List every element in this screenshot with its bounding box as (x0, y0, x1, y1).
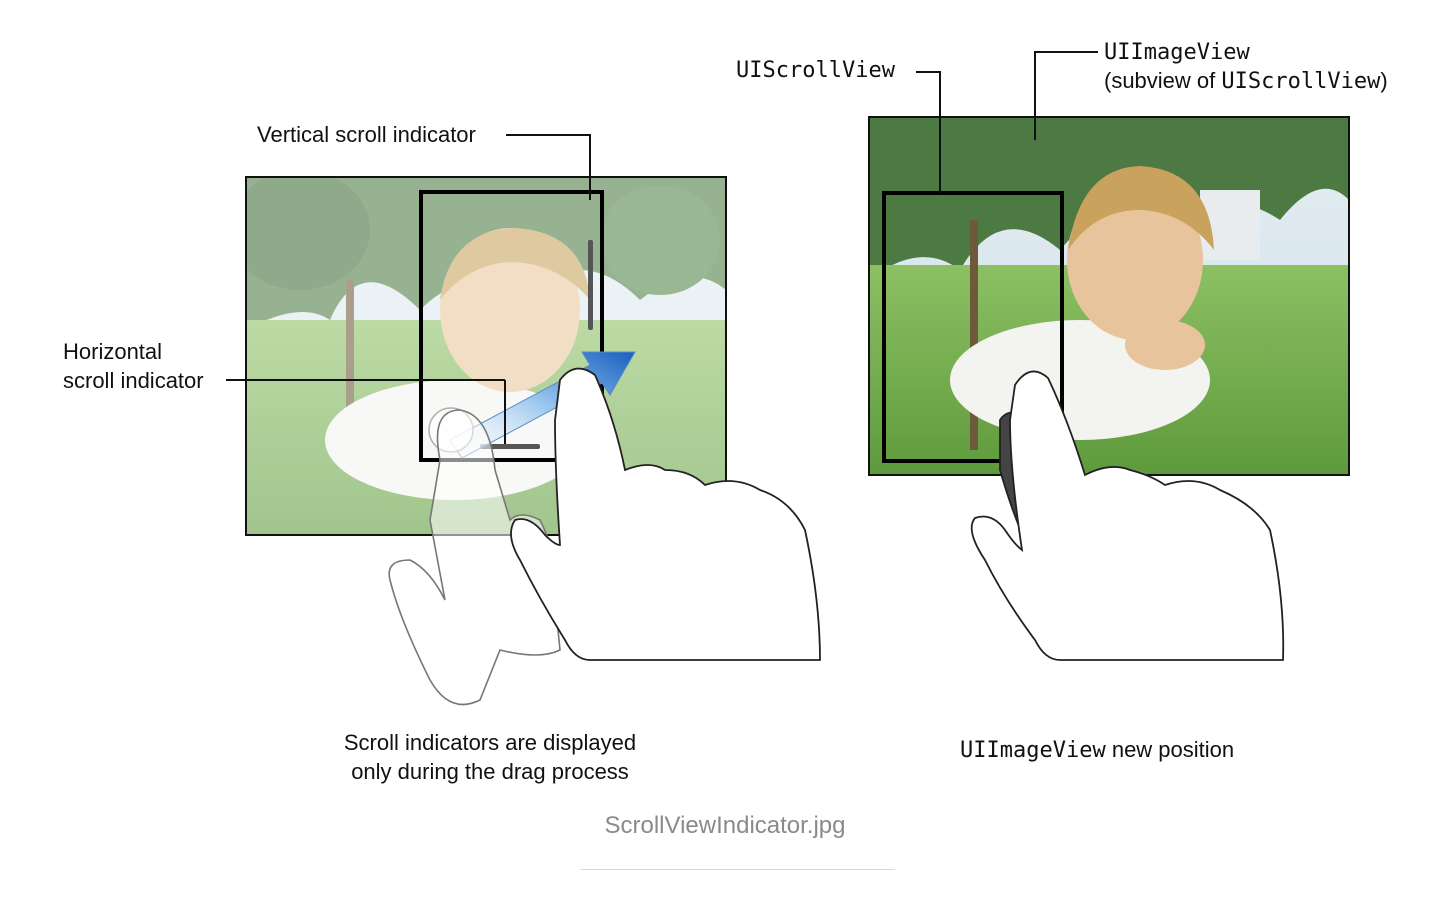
right-caption: UIImageView new position (960, 735, 1234, 765)
left-scrollview-frame (419, 190, 604, 462)
left-caption-line2: only during the drag process (351, 759, 629, 784)
ghost-hand (388, 409, 561, 706)
file-caption: ScrollViewIndicator.jpg (604, 812, 846, 839)
horizontal-indicator-label-line2: scroll indicator (63, 368, 204, 393)
right-caption-code: UIImageView (960, 738, 1106, 763)
scrollview-leader (916, 71, 941, 193)
horizontal-scroll-indicator (480, 444, 540, 449)
imageview-label-line2: (subview of UIScrollView) (1104, 66, 1388, 96)
vertical-indicator-label: Vertical scroll indicator (257, 122, 476, 147)
scrollview-label: UIScrollView (736, 58, 895, 83)
imageview-label-line1: UIImageView (1104, 40, 1250, 65)
caption-divider (580, 869, 895, 870)
imageview-label-code: UIScrollView (1221, 69, 1381, 94)
right-hand (970, 370, 1285, 661)
left-caption-line1: Scroll indicators are displayed (343, 730, 637, 755)
vertical-indicator-leader (506, 134, 591, 200)
imageview-leader (1034, 51, 1098, 140)
right-caption-text: new position (1111, 737, 1235, 762)
imageview-label-prefix: (subview of (1104, 68, 1222, 93)
right-scrollview-frame (882, 191, 1064, 463)
left-hand (510, 367, 821, 661)
vertical-scroll-indicator (588, 240, 593, 330)
imageview-label-suffix: ) (1380, 68, 1388, 93)
horizontal-indicator-label-line1: Horizontal (63, 339, 163, 364)
